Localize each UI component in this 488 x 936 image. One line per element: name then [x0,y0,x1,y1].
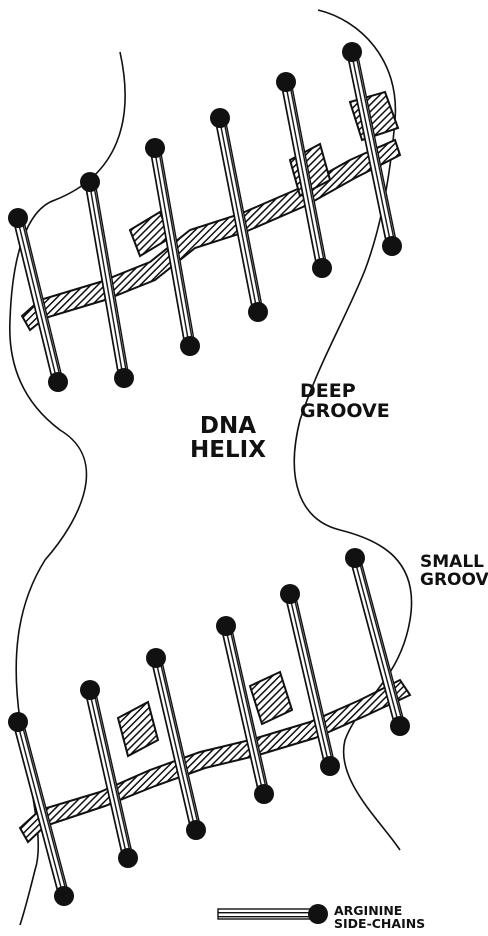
lower-backbone [20,672,410,842]
legend-label-line-2: SIDE-CHAINS [334,917,425,930]
lower-side-chains [8,548,410,906]
dna-helix-label-line-1: DNA [168,414,288,438]
lower-side-chain-2 [80,680,138,868]
dna-helix-label: DNA HELIX [168,414,288,462]
deep-groove-label-line-1: DEEP [300,382,390,402]
upper-backbone-ribbon [22,140,400,330]
side-chain-icon [218,909,310,919]
small-groove-label: SMALL GROOVE [420,554,488,590]
deep-groove-label-line-2: GROOVE [300,402,390,422]
small-groove-label-line-2: GROOVE [420,572,488,590]
legend-label: ARGININE SIDE-CHAINS [334,904,425,930]
side-chain-ball-icon [308,904,328,924]
dna-helix-label-line-2: HELIX [168,438,288,462]
lower-loop-2 [250,672,292,724]
dna-outline [10,10,412,925]
legend-symbol [218,904,328,924]
lower-side-chain-5 [280,584,340,776]
upper-backbone [22,92,400,330]
upper-side-chains [8,42,402,392]
lower-loop-1 [118,702,158,756]
deep-groove-label: DEEP GROOVE [300,382,390,422]
lower-backbone-ribbon [20,680,410,842]
lower-side-chain-3 [146,648,206,840]
